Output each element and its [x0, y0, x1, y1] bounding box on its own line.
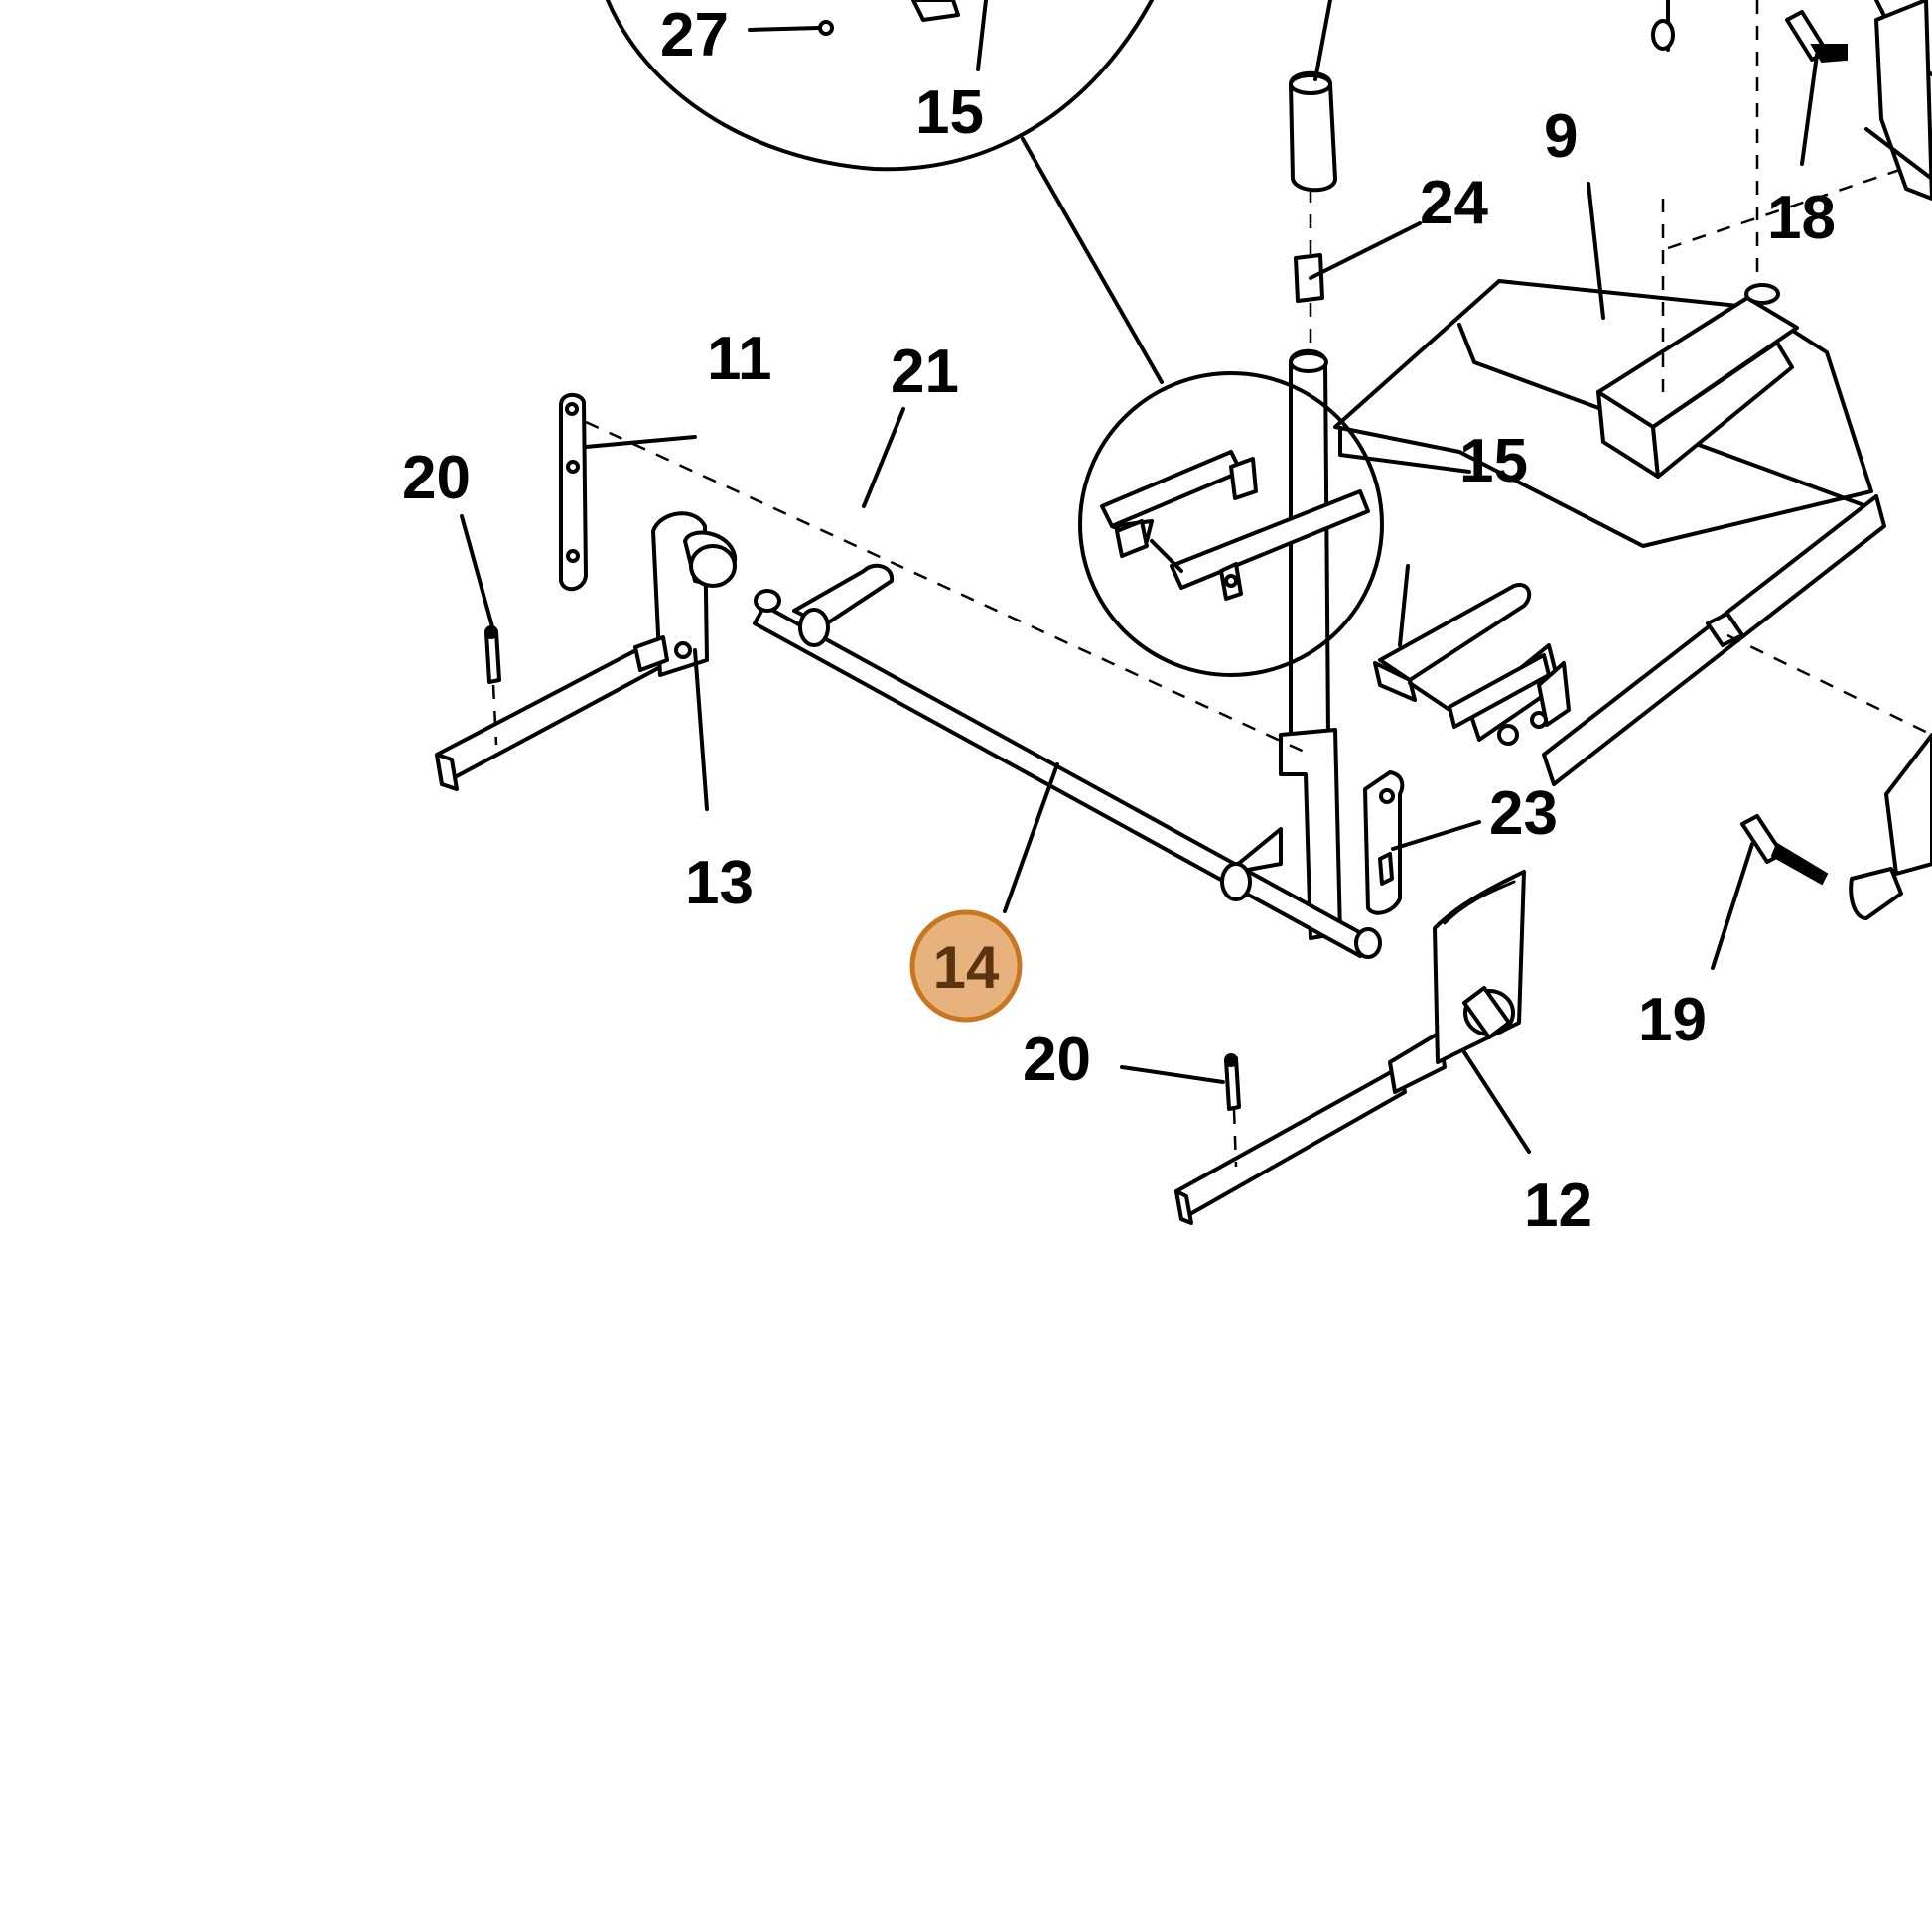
link-11: [559, 392, 1311, 757]
lever-column: [1279, 0, 1759, 940]
callout-11: 11: [707, 325, 772, 393]
frame-assembly: [1333, 0, 1932, 786]
inset-detail-circle: [1078, 371, 1384, 677]
top-detail-circle: [606, 0, 1164, 384]
highlight-callout-14[interactable]: 14: [909, 909, 1023, 1023]
callout-23: 23: [1489, 779, 1558, 848]
callout-20-left: 20: [402, 444, 471, 512]
callout-12: 12: [1524, 1172, 1592, 1240]
callout-24: 24: [1420, 169, 1488, 237]
callout-19: 19: [1638, 986, 1707, 1054]
callout-15-top: 15: [915, 78, 984, 147]
highlight-circle[interactable]: [909, 909, 1023, 1023]
shaft-14[interactable]: [753, 563, 1382, 959]
callout-15-mid: 15: [1459, 427, 1528, 495]
callout-21: 21: [891, 338, 959, 406]
arm-12: [1174, 870, 1526, 1225]
callout-20-bottom: 20: [1023, 1026, 1091, 1094]
callout-13: 13: [685, 849, 754, 917]
callout-labels: 27 15 9 24 18 11 21 20 15 13 23 19 20 12: [402, 1, 1836, 1240]
callout-18: 18: [1767, 184, 1836, 252]
highlight-label: 14: [933, 934, 1000, 1001]
callout-9: 9: [1544, 102, 1578, 171]
bracket-15: [1373, 583, 1551, 729]
arm-13: [435, 511, 738, 791]
leader-lines: [460, 53, 1819, 1154]
callout-27: 27: [660, 1, 729, 69]
